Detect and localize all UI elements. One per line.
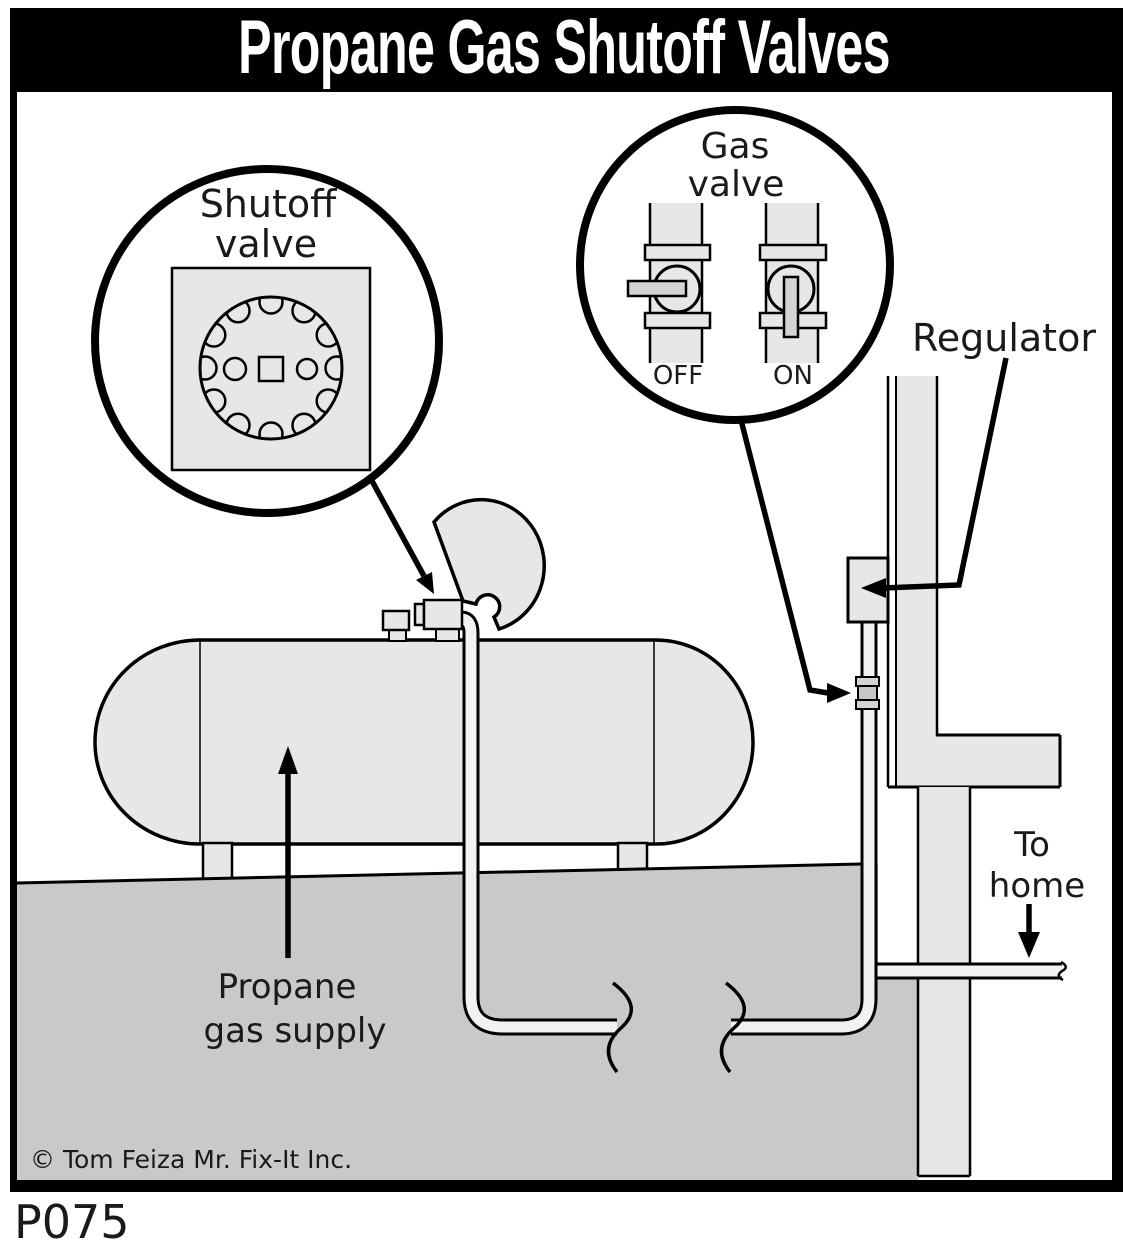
shutoff-label-line2: valve bbox=[215, 222, 317, 266]
left-arrow-icon bbox=[861, 578, 886, 598]
supply-pipe bbox=[455, 610, 617, 1036]
gas-label-line1: Gas bbox=[701, 126, 770, 167]
shutoff-valve-inset: Shutoff valve bbox=[91, 165, 443, 517]
gas-valve-leader-line bbox=[738, 419, 829, 696]
tank-body bbox=[93, 638, 755, 846]
diagram-code: P075 bbox=[14, 1195, 130, 1243]
pipe-break-mark bbox=[606, 981, 633, 1074]
down-arrow-icon bbox=[1018, 932, 1040, 958]
regulator-leader-line bbox=[883, 357, 1009, 591]
tank-leg bbox=[201, 841, 234, 883]
to-home-label-line2: home bbox=[989, 866, 1085, 906]
rim-joist bbox=[937, 735, 1060, 787]
pipe-flange bbox=[643, 243, 712, 262]
on-valve bbox=[758, 203, 828, 363]
gas-label-line2: valve bbox=[688, 164, 785, 205]
diagonal-arrow-icon bbox=[416, 572, 434, 594]
to-home-pipe bbox=[873, 960, 1067, 982]
wall-gap bbox=[878, 858, 918, 966]
regulator-label: Regulator bbox=[912, 316, 1096, 360]
tank-leg bbox=[616, 841, 649, 872]
wheel-hole bbox=[222, 356, 248, 382]
supply-label-line2: gas supply bbox=[204, 1011, 387, 1051]
on-label: ON bbox=[773, 361, 813, 391]
gas-valve-fitting bbox=[855, 676, 880, 710]
wheel-hole bbox=[295, 357, 319, 381]
page-title: Propane Gas Shutoff Valves bbox=[238, 5, 890, 90]
gas-valve-inset: Gas valve OFF ON bbox=[576, 106, 894, 424]
pipe-flange bbox=[643, 311, 712, 330]
pipe-break-mark bbox=[719, 981, 746, 1074]
valve-handle-vertical bbox=[782, 275, 800, 339]
tank-lid bbox=[432, 498, 546, 632]
tank-fitting-small bbox=[381, 609, 411, 642]
valve-handle-horizontal bbox=[626, 279, 688, 298]
annotations bbox=[278, 357, 1040, 958]
shutoff-valve-fitting bbox=[413, 598, 464, 642]
supply-label-line1: Propane bbox=[218, 967, 357, 1007]
off-label: OFF bbox=[653, 361, 703, 391]
service-riser-pipe bbox=[731, 612, 878, 1036]
shutoff-leader-line bbox=[369, 479, 427, 578]
pipe-flange bbox=[758, 243, 828, 262]
ground bbox=[16, 862, 918, 1180]
copyright: © Tom Feiza Mr. Fix-It Inc. bbox=[30, 1145, 352, 1174]
foundation-post bbox=[918, 787, 970, 1176]
right-arrow-icon bbox=[827, 683, 851, 703]
handwheel-rim bbox=[198, 295, 344, 441]
shutoff-label-line1: Shutoff bbox=[200, 182, 337, 226]
wall-trim bbox=[889, 376, 896, 787]
propane-tank bbox=[93, 638, 755, 883]
off-valve bbox=[626, 203, 712, 363]
wheel-stem bbox=[257, 355, 285, 383]
to-home-label-line1: To bbox=[1013, 825, 1050, 865]
pipe-break-edge bbox=[1057, 960, 1067, 982]
up-arrow-icon bbox=[278, 746, 298, 774]
